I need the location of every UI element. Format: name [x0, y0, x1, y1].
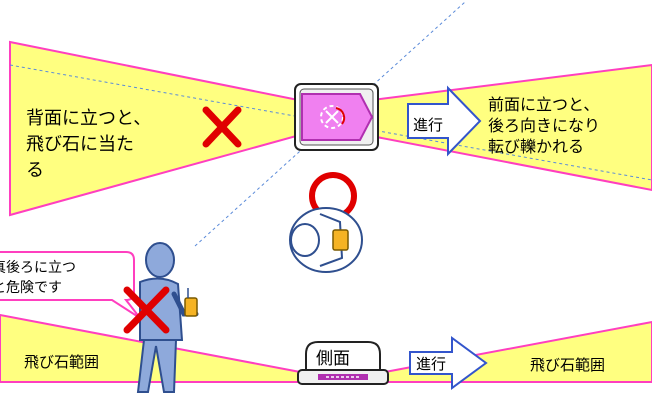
- callout-line2: と危険です: [0, 280, 62, 296]
- warning-callout: [0, 251, 141, 319]
- mower-top-icon: [294, 83, 379, 151]
- front-warning-line1: 前面に立つと、: [488, 95, 599, 114]
- range-left-label: 飛び石範囲: [24, 353, 99, 371]
- front-warning-line2: 後ろ向きになり: [488, 116, 600, 135]
- cross-mark-side-icon: [123, 286, 170, 334]
- direction-arrow-top: [407, 85, 482, 157]
- back-warning-line3: る: [26, 160, 44, 181]
- range-right-label: 飛び石範囲: [530, 356, 605, 374]
- cross-mark-icon: [202, 106, 242, 148]
- callout-line1: 真後ろに立つ: [0, 260, 76, 276]
- back-warning-line1: 背面に立つと、: [26, 108, 151, 129]
- direction-top-label: 進行: [413, 116, 443, 134]
- back-warning-line2: 飛び石に当た: [26, 134, 134, 155]
- mower-side-icon: [297, 341, 389, 385]
- operator-top-icon: [289, 207, 363, 273]
- direction-bottom-label: 進行: [416, 355, 446, 373]
- front-warning-line3: 転び轢かれる: [488, 137, 584, 156]
- operator-side-icon: [136, 242, 199, 393]
- direction-arrow-bottom: [409, 336, 488, 390]
- side-view-label: 側面: [316, 349, 350, 369]
